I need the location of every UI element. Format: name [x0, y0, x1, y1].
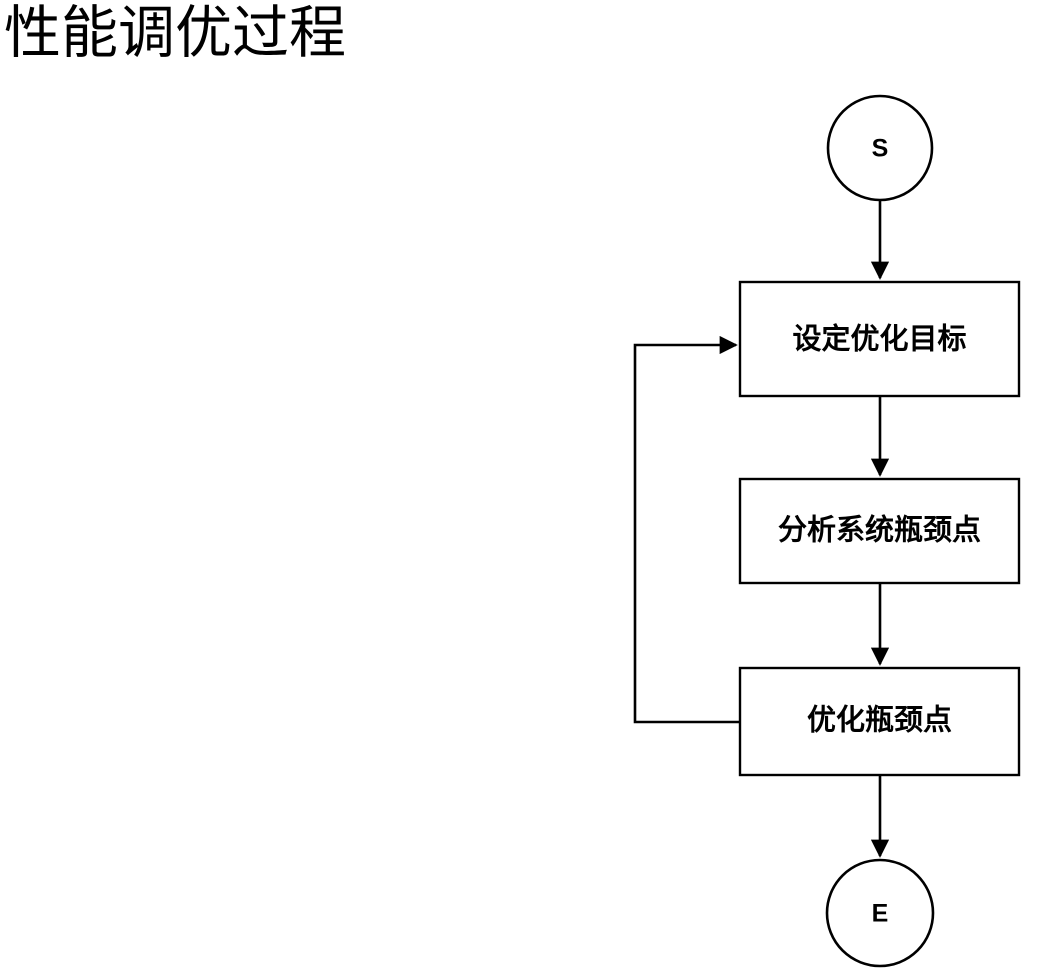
- step3-label: 优化瓶颈点: [807, 704, 952, 737]
- step2-label: 分析系统瓶颈点: [778, 513, 981, 547]
- step3-box[interactable]: [738, 666, 1021, 777]
- end-label: E: [872, 900, 889, 928]
- node-end[interactable]: E: [825, 858, 935, 968]
- step1-label: 设定优化目标: [792, 322, 966, 356]
- step2-box[interactable]: [738, 477, 1021, 585]
- edge-group: [633, 200, 890, 858]
- page-title: 性能调优过程: [4, 1, 346, 65]
- start-label: S: [872, 135, 889, 163]
- node-step2[interactable]: 分析系统瓶颈点: [738, 477, 1021, 585]
- end-circle[interactable]: [825, 858, 935, 968]
- node-step3[interactable]: 优化瓶颈点: [738, 666, 1021, 777]
- step1-box[interactable]: [738, 280, 1021, 398]
- node-start[interactable]: S: [826, 94, 934, 202]
- node-step1[interactable]: 设定优化目标: [738, 280, 1021, 398]
- start-circle[interactable]: [826, 94, 934, 202]
- edge-step3-to-step1-feedback: [633, 335, 740, 724]
